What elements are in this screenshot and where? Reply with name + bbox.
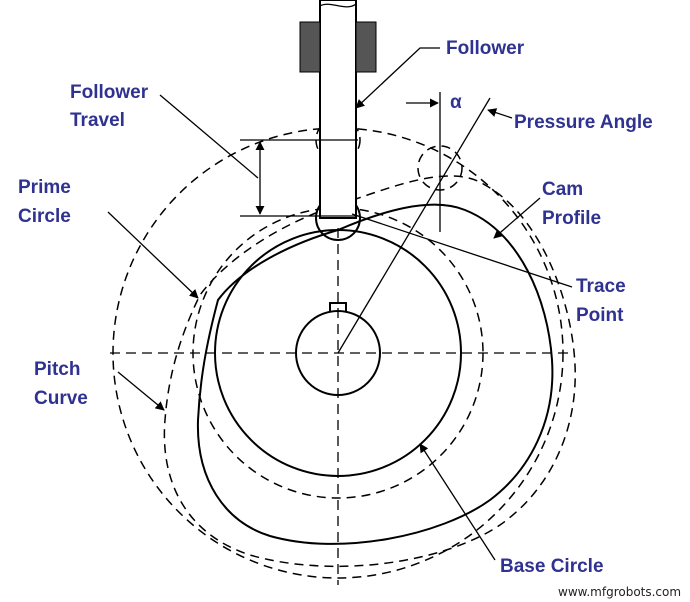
follower-travel-label-line1: Follower xyxy=(70,82,149,103)
follower-travel-label-line2: Travel xyxy=(70,110,125,131)
prime-circle-label-line1: Prime xyxy=(18,177,71,198)
prime-circle-leader xyxy=(107,211,199,299)
pressure-angle-leader xyxy=(487,108,513,119)
follower-leader xyxy=(355,47,440,109)
prime-circle-label-line2: Circle xyxy=(18,206,71,227)
cam-profile-leader xyxy=(493,197,541,239)
follower-travel-leader xyxy=(159,94,259,179)
trace-point-label-line2: Point xyxy=(576,305,624,326)
base-circle-leader xyxy=(419,443,496,561)
cam-hub xyxy=(295,310,381,396)
trace-point-leader xyxy=(351,213,573,288)
cam-profile xyxy=(196,203,554,545)
follower-stem xyxy=(319,0,357,219)
follower-label: Follower xyxy=(446,38,525,59)
alpha-label: α xyxy=(450,92,462,113)
pressure-angle-line xyxy=(337,97,491,354)
pressure-angle-label: Pressure Angle xyxy=(514,112,653,133)
pitch-curve-label-line2: Curve xyxy=(34,388,88,409)
watermark: www.mfgrobots.com xyxy=(558,585,681,599)
trace-point-label-line1: Trace xyxy=(576,276,626,297)
cam-profile-label-line2: Profile xyxy=(542,208,601,229)
prime-circle xyxy=(112,127,564,579)
pitch-curve xyxy=(163,175,576,568)
base-circle-label: Base Circle xyxy=(500,556,604,577)
follower-top-break xyxy=(319,3,357,8)
cam-profile-label-line1: Cam xyxy=(542,179,583,200)
keyway xyxy=(329,302,347,311)
guide-block-right xyxy=(355,21,377,73)
guide-block-left xyxy=(299,21,321,73)
pitch-curve-label-line1: Pitch xyxy=(34,359,80,380)
pitch-curve-leader xyxy=(117,371,165,411)
